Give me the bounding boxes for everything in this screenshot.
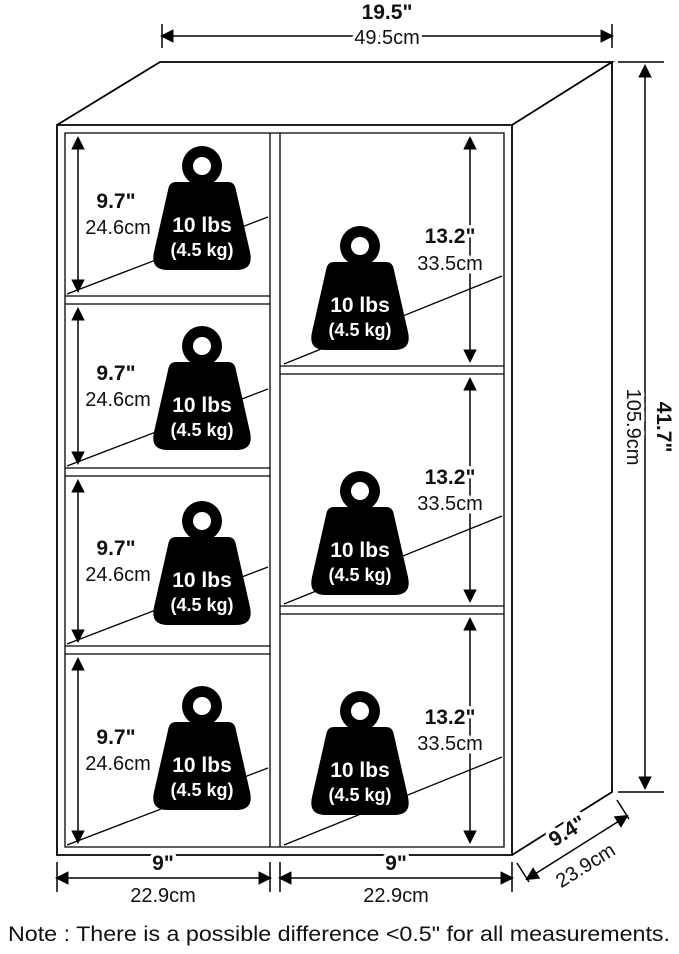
weight-kg-label: (4.5 kg) bbox=[328, 565, 391, 585]
left-compartment-dimension-4: 9.7" 24.6cm bbox=[71, 656, 154, 845]
bottom-extension-ticks bbox=[56, 862, 513, 892]
right-comp-1-inches-label: 13.2" bbox=[425, 225, 476, 248]
bottom-left-inches-label: 9" bbox=[152, 852, 174, 875]
height-cm-label: 105.9cm bbox=[622, 389, 644, 466]
right-compartment-dimension-3: 13.2" 33.5cm bbox=[414, 616, 486, 845]
right-comp-2-cm-label: 33.5cm bbox=[417, 493, 483, 515]
weight-kg-label: (4.5 kg) bbox=[170, 240, 233, 260]
weight-icons: 10 lbs (4.5 kg) 10 lbs (4.5 kg) 10 lbs (… bbox=[153, 146, 409, 815]
height-dimension: 41.7" 105.9cm bbox=[618, 61, 679, 793]
right-comp-3-cm-label: 33.5cm bbox=[417, 733, 483, 755]
weight-10lbs-icon: 10 lbs (4.5 kg) bbox=[311, 691, 409, 815]
weight-10lbs-icon: 10 lbs (4.5 kg) bbox=[153, 326, 251, 450]
weight-kg-label: (4.5 kg) bbox=[328, 320, 391, 340]
weight-10lbs-icon: 10 lbs (4.5 kg) bbox=[153, 501, 251, 625]
right-comp-2-inches-label: 13.2" bbox=[425, 466, 476, 489]
cabinet-inner-frame bbox=[64, 132, 505, 848]
left-compartment-dimension-3: 9.7" 24.6cm bbox=[71, 478, 154, 644]
bottom-right-cm-label: 22.9cm bbox=[363, 885, 429, 907]
left-compartment-dimension-2: 9.7" 24.6cm bbox=[71, 306, 154, 466]
weight-lbs-label: 10 lbs bbox=[330, 539, 390, 562]
right-compartment-dimension-2: 13.2" 33.5cm bbox=[414, 376, 486, 604]
bottom-width-dimensions: 9" 22.9cm 9" 22.9cm bbox=[54, 849, 515, 911]
weight-lbs-label: 10 lbs bbox=[172, 214, 232, 237]
weight-lbs-label: 10 lbs bbox=[330, 294, 390, 317]
depth-arrow bbox=[525, 814, 629, 881]
left-comp-2-cm-label: 24.6cm bbox=[85, 389, 151, 411]
weight-kg-label: (4.5 kg) bbox=[328, 785, 391, 805]
right-comp-3-inches-label: 13.2" bbox=[425, 706, 476, 729]
weight-lbs-label: 10 lbs bbox=[172, 569, 232, 592]
right-compartment-dimension-1: 13.2" 33.5cm bbox=[414, 135, 486, 364]
weight-10lbs-icon: 10 lbs (4.5 kg) bbox=[153, 686, 251, 810]
left-compartment-dimension-1: 9.7" 24.6cm bbox=[71, 135, 154, 294]
width-dimension: 19.5" 49.5cm bbox=[159, 0, 615, 53]
measurement-note: Note : There is a possible difference <0… bbox=[8, 923, 670, 946]
depth-dimension: 9.4" 23.9cm bbox=[516, 799, 630, 896]
weight-kg-label: (4.5 kg) bbox=[170, 595, 233, 615]
right-compartment-dimensions: 13.2" 33.5cm 13.2" 33.5cm 13.2" 33.5cm bbox=[414, 135, 486, 845]
left-comp-4-cm-label: 24.6cm bbox=[85, 753, 151, 775]
weight-lbs-label: 10 lbs bbox=[172, 754, 232, 777]
height-extension-ticks bbox=[618, 61, 664, 793]
bottom-left-cm-label: 22.9cm bbox=[130, 885, 196, 907]
weight-lbs-label: 10 lbs bbox=[330, 759, 390, 782]
weight-10lbs-icon: 10 lbs (4.5 kg) bbox=[311, 471, 409, 595]
weight-10lbs-icon: 10 lbs (4.5 kg) bbox=[311, 226, 409, 350]
left-comp-2-inches-label: 9.7" bbox=[96, 362, 135, 385]
weight-kg-label: (4.5 kg) bbox=[170, 420, 233, 440]
weight-lbs-label: 10 lbs bbox=[172, 394, 232, 417]
left-comp-1-cm-label: 24.6cm bbox=[85, 217, 151, 239]
weight-10lbs-icon: 10 lbs (4.5 kg) bbox=[153, 146, 251, 270]
bottom-right-inches-label: 9" bbox=[385, 852, 407, 875]
left-comp-4-inches-label: 9.7" bbox=[96, 726, 135, 749]
left-comp-3-inches-label: 9.7" bbox=[96, 537, 135, 560]
depth-inches-label: 9.4" bbox=[545, 811, 590, 851]
right-comp-1-cm-label: 33.5cm bbox=[417, 253, 483, 275]
left-comp-1-inches-label: 9.7" bbox=[96, 190, 135, 213]
height-inches-label: 41.7" bbox=[652, 402, 675, 453]
width-cm-label: 49.5cm bbox=[354, 27, 420, 49]
weight-kg-label: (4.5 kg) bbox=[170, 780, 233, 800]
left-compartment-dimensions: 9.7" 24.6cm 9.7" 24.6cm 9.7" 24.6cm 9.7"… bbox=[71, 135, 154, 845]
left-comp-3-cm-label: 24.6cm bbox=[85, 564, 151, 586]
width-inches-label: 19.5" bbox=[362, 1, 413, 24]
